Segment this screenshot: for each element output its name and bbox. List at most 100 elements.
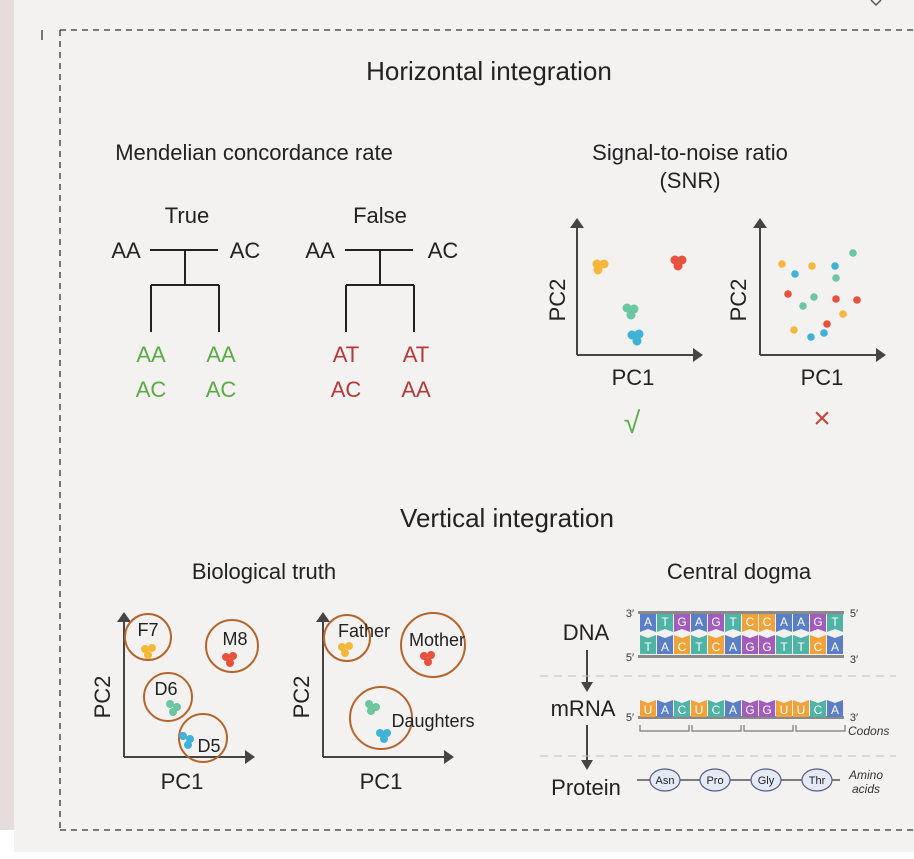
pedigree-false-child1-b: AC (331, 377, 362, 402)
cluster-label-d6: D6 (154, 679, 177, 699)
mrna-base-10 (793, 700, 809, 717)
bio-plot-groups-ylabel: PC2 (289, 676, 314, 719)
snr-good-point-blue-3 (632, 336, 642, 346)
f7-dot-2 (148, 644, 156, 652)
bio-plot-samples: PC1 PC2 F7 M8 D6 D5 (90, 612, 259, 794)
horizontal-integration-title: Horizontal integration (366, 56, 612, 86)
dna-bottom-base-8 (759, 635, 775, 654)
bio-plot-samples-yarrow (117, 612, 131, 622)
dna-top-base-12-letter: T (831, 615, 839, 629)
mother-dot-1 (420, 652, 428, 660)
snr-plot-bad-points (778, 249, 861, 341)
amino-acid-thr: Thr (801, 768, 833, 792)
d5-dot-3 (184, 741, 192, 749)
mrna-base-6-letter: A (729, 703, 737, 717)
pedigree-false-child1-a: AT (333, 342, 359, 367)
dna-bottom-base-4-letter: T (695, 640, 703, 654)
cluster-ring-f7 (124, 613, 172, 661)
dna-3prime-top-left: 3′ (626, 608, 634, 620)
mother-dot-2 (427, 651, 435, 659)
mrna-backbone (638, 716, 844, 719)
pedigree-false-child2-b: AA (401, 377, 431, 402)
mendelian-title: Mendelian concordance rate (115, 140, 393, 165)
snr-plot-good-xlabel: PC1 (612, 365, 655, 390)
snr-plot-bad: PC1 PC2 (726, 218, 886, 435)
mrna-base-4-letter: U (695, 703, 704, 717)
d5-dot-1 (179, 732, 187, 740)
snr-good-point-teal-3 (626, 310, 636, 320)
cluster-ring-mother (400, 612, 466, 678)
d6-dot-3 (169, 708, 177, 716)
pedigree-true-parent-left: AA (111, 238, 141, 263)
bio-plot-samples-ylabel: PC2 (90, 676, 115, 719)
dna-top-base-9 (776, 614, 792, 632)
codons-label: Codons (848, 724, 889, 738)
snr-plot-bad-xlabel: PC1 (801, 365, 844, 390)
mrna-base-3-letter: C (678, 703, 687, 717)
amino-acid-pro-bubble (699, 768, 731, 792)
dna-top-base-12 (827, 614, 843, 632)
daughters-blue-dot-3 (380, 735, 388, 743)
cluster-label-daughters: Daughters (391, 711, 474, 731)
snr-plot-good-yarrow (570, 218, 584, 228)
snr-good-point-yellow-2 (599, 259, 609, 269)
vertical-integration-title: Vertical integration (400, 503, 614, 533)
dna-5prime-top-right: 5′ (850, 608, 858, 620)
mrna-base-8 (759, 700, 775, 717)
snr-plot-good-points (592, 255, 687, 346)
amino-acids-label-line2: acids (852, 782, 880, 796)
snr-bad-point-3 (808, 262, 816, 270)
dna-bottom-base-1 (640, 635, 656, 654)
mrna-base-12 (827, 700, 843, 717)
cluster-ring-father (323, 614, 371, 662)
pedigree-true: True AA AC AA AC AA AC (111, 203, 260, 402)
dna-bottom-base-7 (742, 635, 758, 654)
dna-top-base-4-letter: A (695, 615, 703, 629)
pedigree-true-parent-right: AC (230, 238, 261, 263)
dna-bottom-base-7-letter: G (745, 640, 754, 654)
pedigree-true-label: True (165, 203, 209, 228)
bio-plot-samples-xarrow (245, 750, 255, 764)
pedigree-false: False AA AC AT AC AT AA (305, 203, 458, 402)
dna-top-base-1 (640, 614, 656, 632)
bio-plot-groups-xlabel: PC1 (360, 769, 403, 794)
mrna-base-5-letter: C (712, 703, 721, 717)
snr-plot-good: PC1 PC2 √ (545, 218, 703, 440)
cluster-ring-daughters (349, 686, 413, 750)
snr-bad-point-13 (823, 320, 831, 328)
dna-top-base-11 (810, 614, 826, 632)
dna-top-base-10-letter: A (797, 615, 805, 629)
snr-good-point-yellow-3 (593, 265, 603, 275)
d6-dot-1 (166, 700, 174, 708)
bio-plot-groups: PC1 PC2 Father Mother Daughters (289, 612, 475, 794)
snr-bad-point-6 (832, 274, 840, 282)
dna-top-base-6-letter: T (729, 615, 737, 629)
dna-backbone-top (638, 611, 844, 614)
snr-bad-point-8 (810, 293, 818, 301)
mendelian-concordance-panel: Mendelian concordance rate True AA AC AA… (111, 140, 458, 402)
mrna-to-protein-arrowhead (581, 760, 593, 770)
dna-bottom-base-12 (827, 635, 843, 654)
daughters-teal-dot-3 (367, 707, 375, 715)
dna-top-base-5-letter: G (711, 615, 720, 629)
father-dot-3 (341, 649, 349, 657)
m8-dot-2 (229, 652, 237, 660)
dna-bottom-base-8-letter: G (762, 640, 771, 654)
pedigree-false-parent-right: AC (428, 238, 459, 263)
snr-good-check-mark: √ (624, 407, 641, 440)
snr-good-point-red-3 (673, 261, 683, 271)
m8-dot-3 (226, 659, 234, 667)
mother-dot-3 (424, 658, 432, 666)
amino-acid-pro: Pro (699, 768, 731, 792)
bio-plot-groups-axes (322, 618, 448, 758)
codon-brackets (639, 725, 846, 732)
snr-bad-point-1 (849, 249, 857, 257)
snr-plot-bad-ylabel: PC2 (726, 279, 751, 322)
father-dot-1 (338, 643, 346, 651)
dna-top-base-3 (674, 614, 690, 632)
dna-bottom-base-5-letter: C (712, 640, 721, 654)
cluster-ring-d6 (143, 672, 193, 722)
